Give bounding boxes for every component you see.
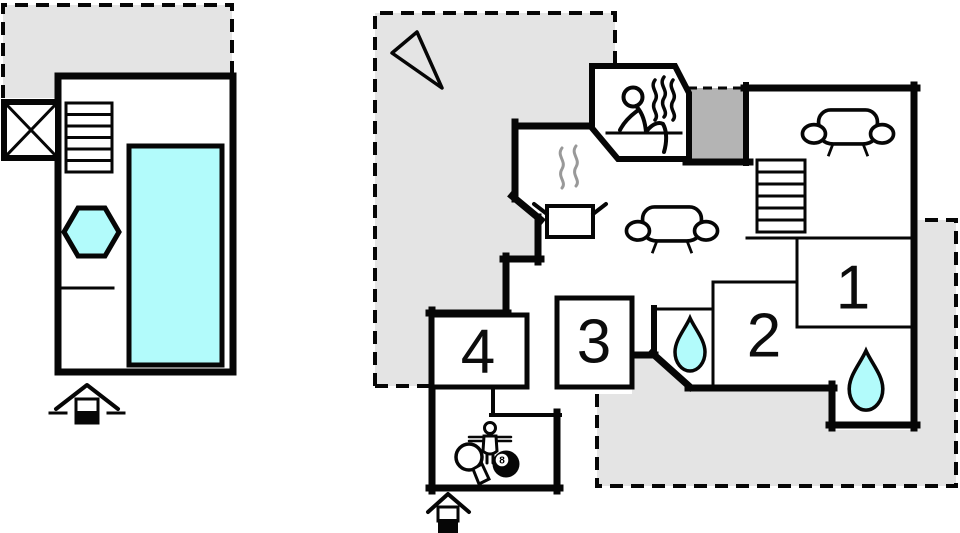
north-arrow-icon (390, 30, 444, 90)
rear-terrace-border (595, 218, 958, 488)
pool-house-entrance-icon (48, 383, 126, 425)
bedroom-3-box (554, 295, 635, 390)
pool-house-stairs-icon (64, 101, 114, 174)
billiard-ball-number: 8 (499, 456, 505, 467)
bathroom-drop-icon (847, 348, 885, 412)
lounge-sofa-icon (800, 108, 896, 157)
main-stairs-icon (755, 158, 807, 234)
hot-tub-icon (61, 205, 122, 259)
secondary-walls (651, 82, 749, 355)
foosball-player-icon (467, 421, 513, 465)
sauna-person-icon (618, 85, 669, 154)
main-terrace-border (373, 11, 617, 388)
table-tennis-paddle-icon (454, 442, 491, 487)
main-entrance-icon (426, 492, 471, 533)
rear-terrace (597, 220, 956, 486)
shower-drop-icon (673, 316, 707, 373)
main-house: 8 1 2 3 4 (373, 11, 958, 533)
chimney (688, 86, 746, 161)
corridor-walls (489, 383, 562, 417)
room-label-bedroom-2: 2 (747, 302, 781, 371)
room-label-bedroom-4: 4 (461, 318, 495, 387)
pool-house (1, 3, 237, 425)
bedroom-4-box (429, 312, 530, 390)
window-icon (1, 99, 61, 161)
pool-house-terrace-border (1, 3, 234, 98)
game-room: 8 (454, 421, 520, 487)
billiard-ball-icon: 8 (492, 450, 520, 478)
kitchen-pot-icon (532, 144, 608, 239)
interior-walls (605, 131, 916, 389)
main-terrace (375, 13, 615, 386)
living-room-sofa-icon (624, 205, 720, 254)
room-label-bedroom-3: 3 (577, 308, 611, 377)
room-label-bedroom-1: 1 (836, 254, 870, 323)
swimming-pool (126, 143, 225, 368)
